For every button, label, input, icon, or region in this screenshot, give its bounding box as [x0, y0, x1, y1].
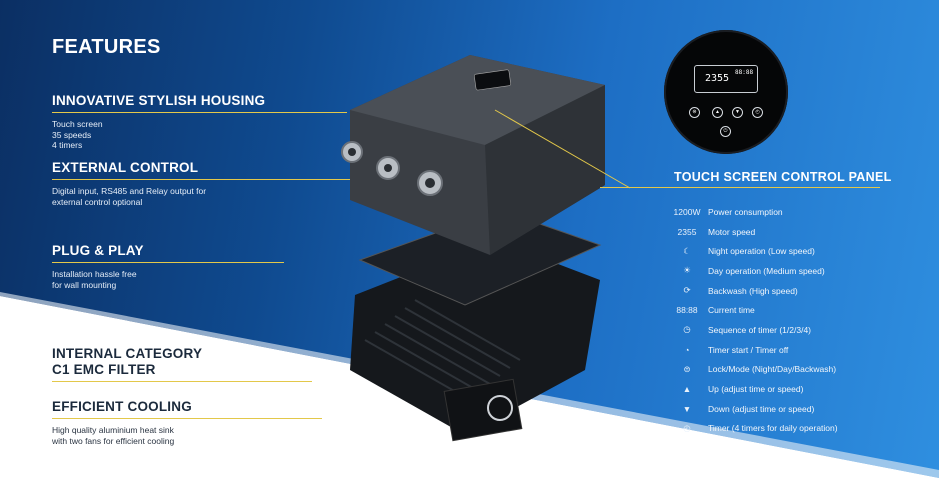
leader-line — [52, 418, 322, 419]
clock-readout-icon: 88:88 — [676, 305, 698, 316]
feature-title: PLUG & PLAY — [52, 243, 144, 258]
legend-row: ☀ Day operation (Medium speed) — [672, 261, 937, 281]
legend-label: Timer start / Timer off — [708, 344, 789, 355]
feature-desc-line: Installation hassle free — [52, 269, 137, 279]
feature-desc-line: for wall mounting — [52, 279, 117, 290]
leader-line — [52, 112, 347, 113]
speed-readout-icon: 2355 — [677, 226, 697, 237]
feature-desc-line: 4 timers — [52, 140, 83, 150]
legend-row: 88:88 Current time — [672, 300, 937, 320]
lock-mode-icon: ⊜ — [683, 363, 691, 374]
legend-row: 2355 Motor speed — [672, 222, 937, 242]
down-button[interactable]: ▼ — [732, 107, 743, 118]
timer-start-icon: ◔ — [684, 344, 690, 355]
legend-row: ☾ Night operation (Low speed) — [672, 241, 937, 261]
feature-plug-play: PLUG & PLAY Installation hassle free for… — [52, 243, 312, 290]
down-arrow-icon: ▼ — [682, 403, 692, 414]
up-button[interactable]: ▲ — [712, 107, 723, 118]
timer-icon: ◴ — [683, 422, 691, 433]
power-readout-icon: 1200W — [673, 206, 701, 217]
legend-row: ◴ Timer (4 timers for daily operation) — [672, 419, 937, 439]
legend-label: Power consumption — [708, 206, 783, 217]
legend-label: Backwash (High speed) — [708, 285, 798, 296]
legend-label: Day operation (Medium speed) — [708, 265, 825, 276]
pump-controller-image — [341, 55, 631, 442]
feature-desc-line: Touch screen — [52, 119, 103, 129]
legend-row: ◔ Timer start / Timer off — [672, 340, 937, 360]
feature-cooling: EFFICIENT COOLING High quality aluminium… — [52, 399, 322, 446]
feature-desc-line: High quality aluminium heat sink — [52, 425, 174, 435]
leader-line — [52, 262, 284, 263]
feature-desc-line: with two fans for efficient cooling — [52, 435, 175, 446]
legend-label: Motor speed — [708, 226, 756, 237]
legend-row: ▲ Up (adjust time or speed) — [672, 379, 937, 399]
feature-desc-line: external control optional — [52, 196, 143, 207]
legend-row: ⊜ Lock/Mode (Night/Day/Backwash) — [672, 360, 937, 380]
legend-row: ⟳ Backwash (High speed) — [672, 281, 937, 301]
feature-title-line: C1 EMC FILTER — [52, 362, 156, 377]
control-panel-closeup: 2355 88:88 ⊜ ▲ ▼ ◴ ⏻ — [664, 30, 788, 154]
feature-housing: INNOVATIVE STYLISH HOUSING Touch screen … — [52, 93, 347, 151]
feature-title: EFFICIENT COOLING — [52, 399, 192, 414]
up-arrow-icon: ▲ — [682, 384, 692, 395]
leader-line — [600, 187, 880, 188]
panel-title: TOUCH SCREEN CONTROL PANEL — [674, 170, 892, 184]
leader-line — [52, 179, 382, 180]
legend-label: Up (adjust time or speed) — [708, 384, 804, 395]
feature-external-control: EXTERNAL CONTROL Digital input, RS485 an… — [52, 160, 382, 207]
timer-button[interactable]: ◴ — [752, 107, 763, 118]
feature-desc-line: Digital input, RS485 and Relay output fo… — [52, 186, 207, 196]
page-title: FEATURES — [52, 36, 161, 58]
panel-display: 2355 88:88 — [694, 65, 758, 93]
legend-row: ▼ Down (adjust time or speed) — [672, 399, 937, 419]
timer-sequence-icon: ◷ — [683, 324, 691, 335]
sun-icon: ☀ — [683, 265, 691, 276]
feature-emc-filter: INTERNAL CATEGORY C1 EMC FILTER — [52, 346, 312, 382]
legend-label: Current time — [708, 305, 755, 316]
display-time: 88:88 — [735, 69, 754, 76]
legend-label: Sequence of timer (1/2/3/4) — [708, 324, 812, 335]
leader-line — [52, 381, 312, 382]
display-digits: 2355 — [705, 73, 730, 84]
moon-icon: ☾ — [683, 245, 691, 256]
legend-label: Timer (4 timers for daily operation) — [708, 423, 838, 434]
legend-row: ◷ Sequence of timer (1/2/3/4) — [672, 320, 937, 340]
power-icon[interactable]: ⏻ — [720, 126, 731, 137]
feature-title-line: INTERNAL CATEGORY — [52, 346, 203, 361]
feature-title: EXTERNAL CONTROL — [52, 160, 199, 175]
lock-mode-button[interactable]: ⊜ — [689, 107, 700, 118]
legend-label: Lock/Mode (Night/Day/Backwash) — [708, 364, 837, 375]
legend-label: Down (adjust time or speed) — [708, 403, 815, 414]
backwash-icon: ⟳ — [683, 285, 691, 296]
legend-list: 1200W Power consumption 2355 Motor speed ☾… — [672, 202, 937, 438]
feature-title: INNOVATIVE STYLISH HOUSING — [52, 93, 266, 108]
feature-desc-line: 35 speeds — [52, 129, 92, 140]
legend-label: Night operation (Low speed) — [708, 246, 815, 257]
legend-row: 1200W Power consumption — [672, 202, 937, 222]
